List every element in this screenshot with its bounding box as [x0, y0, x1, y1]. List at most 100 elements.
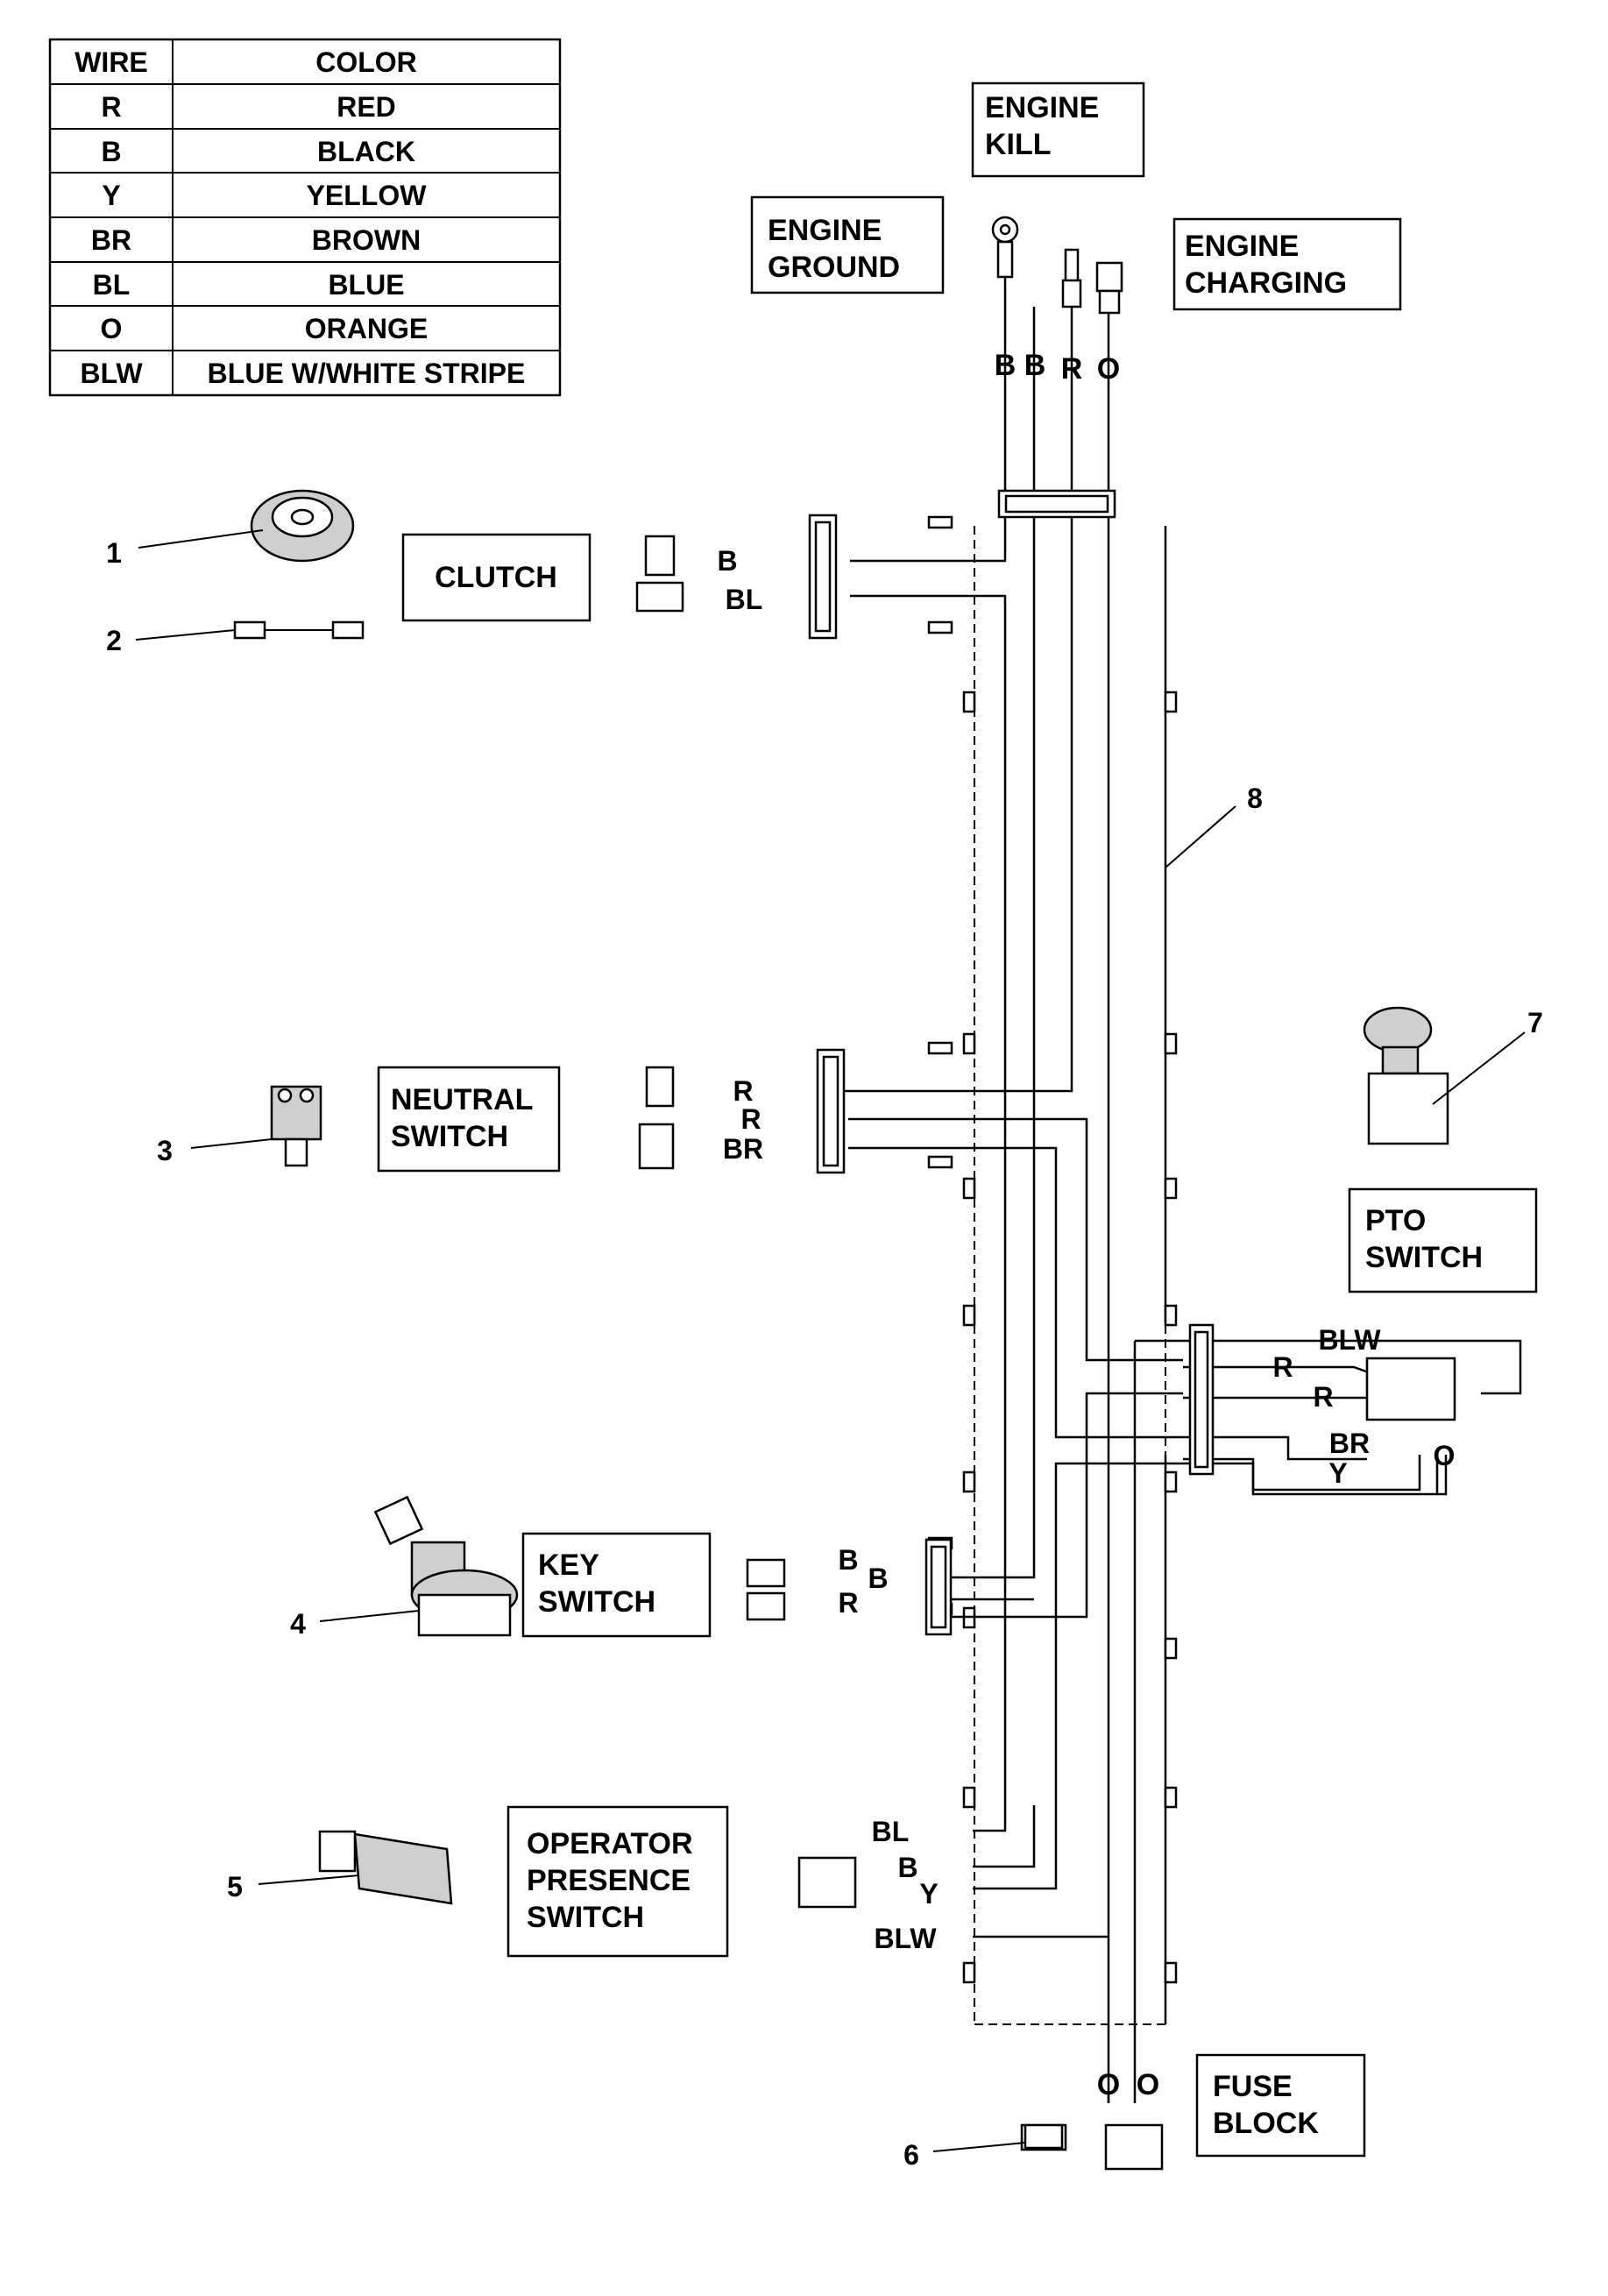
wire-label: BL	[872, 1816, 910, 1847]
operator-wire-labels: BL B Y BLW	[872, 1816, 939, 1954]
clutch-line-1: CLUTCH	[435, 561, 557, 594]
engine-charging-label: ENGINE CHARGING	[1172, 217, 1402, 311]
neutral-switch-part-illustration	[270, 1085, 322, 1167]
key-wire-labels: B B R	[838, 1544, 888, 1619]
legend-wire-code: BL	[93, 269, 131, 301]
wire-label: B	[1024, 349, 1046, 382]
neutral-wire-labels: R R BR	[723, 1075, 763, 1165]
callout-8: 8	[1165, 783, 1263, 868]
legend-wire-color: BLUE W/WHITE STRIPE	[208, 358, 526, 389]
engine-ground-line-2: GROUND	[768, 251, 900, 284]
wire-label: R	[740, 1103, 761, 1135]
key-switch-part-illustration	[373, 1495, 519, 1637]
harness-clip-marks	[927, 515, 1178, 1984]
fuse-block-line-2: BLOCK	[1213, 2107, 1319, 2140]
fuse-part-illustration	[1024, 2123, 1064, 2150]
legend-wire-code: Y	[102, 180, 120, 211]
pto-switch-line-2: SWITCH	[1365, 1241, 1483, 1274]
legend-wire-code: O	[101, 313, 123, 344]
legend-header-color: COLOR	[315, 46, 417, 78]
callout-4: 4	[290, 1608, 420, 1640]
legend-wire-color: BLUE	[328, 269, 404, 301]
neutral-switch-label: NEUTRAL SWITCH	[377, 1066, 561, 1173]
wire-label: B	[868, 1563, 888, 1594]
pto-wire-labels: BLW R R BR O Y	[1272, 1324, 1455, 1489]
engine-wire-labels: B B R O	[995, 349, 1121, 386]
engine-charging-line-1: ENGINE	[1185, 230, 1299, 263]
operator-presence-line-1: OPERATOR	[527, 1827, 693, 1860]
legend-wire-color: RED	[336, 91, 396, 123]
wire-label: O	[1097, 2068, 1120, 2101]
callout-number: 1	[106, 537, 122, 569]
wire-label: R	[1061, 352, 1083, 386]
neutral-switch-line-1: NEUTRAL	[391, 1083, 533, 1116]
operator-presence-switch-part-illustration	[318, 1830, 453, 1905]
wire-label: R	[838, 1587, 858, 1619]
callout-5: 5	[227, 1871, 360, 1903]
key-switch-line-1: KEY	[538, 1548, 599, 1582]
clutch-wire-labels: B BL	[717, 545, 762, 615]
engine-ground-line-1: ENGINE	[768, 214, 882, 247]
callout-2: 2	[106, 625, 236, 656]
legend-wire-code: B	[101, 136, 121, 167]
engine-ground-label: ENGINE GROUND	[750, 195, 945, 294]
engine-kill-line-2: KILL	[985, 128, 1052, 161]
wire-label: Y	[1328, 1457, 1347, 1489]
clutch-label: CLUTCH	[401, 533, 591, 622]
engine-terminals	[991, 216, 1123, 315]
legend-wire-color: YELLOW	[307, 180, 428, 211]
engine-kill-line-1: ENGINE	[985, 91, 1099, 124]
operator-presence-line-3: SWITCH	[527, 1901, 644, 1934]
wire-label: R	[733, 1075, 753, 1107]
legend-wire-color: BROWN	[312, 224, 421, 256]
callout-1: 1	[106, 529, 264, 569]
legend-wire-color: BLACK	[317, 136, 415, 167]
wire-harness	[927, 515, 1178, 2025]
key-switch-line-2: SWITCH	[538, 1585, 655, 1619]
wire-label: BR	[723, 1133, 763, 1165]
callout-6: 6	[903, 2139, 1026, 2171]
wire-label: B	[897, 1852, 917, 1883]
callout-number: 3	[157, 1135, 173, 1166]
pto-switch-line-1: PTO	[1365, 1204, 1426, 1237]
fuse-block-line-1: FUSE	[1213, 2070, 1293, 2103]
legend-wire-code: R	[101, 91, 121, 123]
callout-number: 7	[1527, 1007, 1543, 1038]
wire-label: B	[838, 1544, 858, 1576]
harness-connectors	[808, 489, 1215, 1636]
engine-charging-line-2: CHARGING	[1185, 266, 1347, 300]
pto-switch-part-illustration	[1363, 1006, 1449, 1145]
wire-label: B	[995, 349, 1017, 382]
callout-number: 2	[106, 625, 122, 656]
callout-3: 3	[157, 1135, 273, 1166]
wire-label: BLW	[874, 1923, 937, 1954]
wire-label: O	[1097, 352, 1120, 386]
legend-header-wire: WIRE	[74, 46, 148, 78]
neutral-switch-line-2: SWITCH	[391, 1120, 508, 1153]
fuse-block-label: FUSE BLOCK	[1195, 2053, 1366, 2158]
wire-label: O	[1137, 2068, 1159, 2101]
clutch-part-illustration	[250, 489, 355, 563]
engine-kill-label: ENGINE KILL	[971, 81, 1145, 178]
wire-fuse-part-illustration	[233, 620, 365, 640]
wire-label: O	[1434, 1440, 1456, 1471]
wire-label: BL	[726, 584, 763, 615]
callout-number: 8	[1247, 783, 1263, 814]
callout-number: 6	[903, 2139, 919, 2171]
callout-number: 4	[290, 1608, 306, 1640]
wire-label: B	[717, 545, 737, 577]
fuse-wire-labels: O O	[1097, 2068, 1159, 2101]
wire-label: R	[1272, 1351, 1293, 1383]
operator-presence-switch-label: OPERATOR PRESENCE SWITCH	[506, 1805, 729, 1958]
legend-wire-color: ORANGE	[305, 313, 428, 344]
operator-presence-line-2: PRESENCE	[527, 1864, 691, 1897]
key-switch-label: KEY SWITCH	[521, 1532, 712, 1638]
wire-label: Y	[919, 1878, 938, 1910]
wire-color-legend: WIRE COLOR R RED B BLACK Y YELLOW BR BRO…	[48, 38, 562, 397]
wire-label: BLW	[1318, 1324, 1381, 1356]
harness-wires	[841, 254, 1522, 2103]
wire-label: BR	[1329, 1428, 1370, 1459]
wire-label: R	[1313, 1381, 1333, 1413]
pto-switch-label: PTO SWITCH	[1348, 1187, 1538, 1293]
